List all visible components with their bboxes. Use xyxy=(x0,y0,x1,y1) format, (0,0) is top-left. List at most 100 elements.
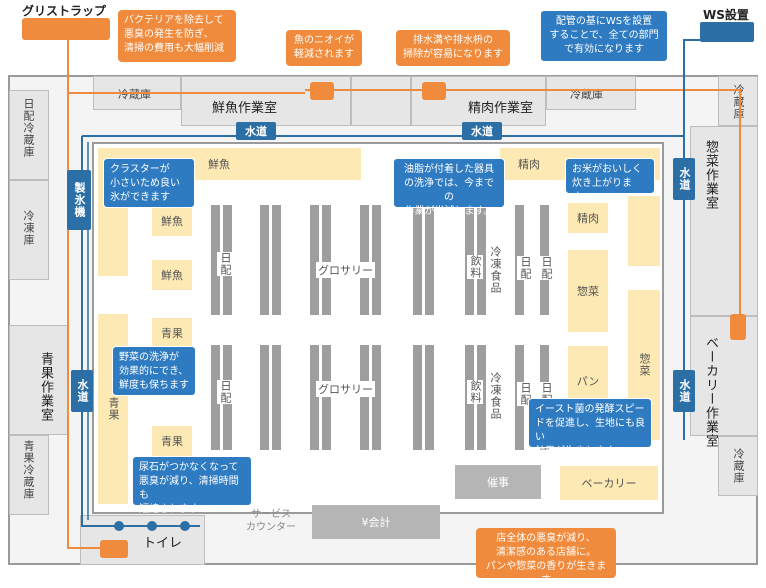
toilet-drain-device xyxy=(100,540,128,558)
shelf xyxy=(425,345,434,450)
meat-side-zone: 精肉 xyxy=(568,203,608,233)
produce-b-zone: 青果 xyxy=(152,426,192,456)
shelf xyxy=(413,205,422,315)
ice-machine-box: 製氷機 xyxy=(67,170,91,230)
drinks-b-label: 飲料 xyxy=(467,380,483,404)
ice-callout: クラスターが 小さいため良い 氷ができます xyxy=(103,158,195,208)
water-label-right-bottom: 水道 xyxy=(673,370,695,412)
bread-label: パン xyxy=(576,375,600,388)
toilet-callout: 尿石がつかなくなって 悪臭が減り、清掃時間も 短縮されます xyxy=(132,456,252,515)
ws-callout: 配管の基にWSを設置 することで、全ての部門 で有効になります xyxy=(540,10,668,62)
service-counter: サービス カウンター xyxy=(246,509,296,533)
daily-d-label: 日配 xyxy=(217,380,233,404)
grease-trap-device xyxy=(22,18,110,40)
shelf xyxy=(272,345,281,450)
produce-room-label: 青果作業室 xyxy=(38,352,53,422)
freezer-label: 冷凍庫 xyxy=(22,210,35,246)
fridge-right-bottom-room xyxy=(718,436,758,496)
water-pipe-outer xyxy=(81,136,200,527)
produce-room xyxy=(9,325,69,435)
ws-device xyxy=(700,22,754,42)
shelf xyxy=(310,205,319,315)
grease-trap-title: グリストラップ xyxy=(22,4,107,18)
bakery-room-label: ベーカリー作業室 xyxy=(703,336,718,448)
produce-side-label: 青果 xyxy=(107,397,120,421)
left-strip-zone-produce: 青果 xyxy=(98,314,128,504)
center-room xyxy=(351,76,411,126)
deli-a-zone: 惣菜 xyxy=(568,250,608,332)
fridge-right-top-label: 冷蔵庫 xyxy=(732,84,745,120)
drain-callout: 排水溝や排水枡の 掃除が容易になります xyxy=(396,30,510,66)
ice-machine-label: 製氷機 xyxy=(73,182,86,218)
event-label: 催事 xyxy=(487,476,509,489)
water-label-meat: 水道 xyxy=(462,122,502,140)
shelf xyxy=(260,345,269,450)
frozen-b-label: 冷凍食品 xyxy=(487,372,503,420)
fish-drain-device xyxy=(310,82,334,100)
daily-fridge-room xyxy=(9,90,49,180)
water-label-fish: 水道 xyxy=(236,122,276,140)
shelf xyxy=(260,205,269,315)
fish-b-label: 鮮魚 xyxy=(161,269,183,282)
register-label: ¥会計 xyxy=(361,516,391,529)
shelf xyxy=(360,345,369,450)
meat-drain-device xyxy=(422,82,446,100)
drinks-a-label: 飲料 xyxy=(467,255,483,279)
yeast-callout: イースト菌の発酵スピー ドを促進し、生地にも良い 効果が生まれます。 xyxy=(528,398,652,457)
grocery-b-label: グロサリー xyxy=(316,381,375,397)
meat-side-label: 精肉 xyxy=(577,212,599,225)
produce-fridge-room xyxy=(9,435,49,515)
shelf xyxy=(360,205,369,315)
daily-c-label: 日配 xyxy=(538,256,554,280)
meat-room-label: 精肉作業室 xyxy=(468,101,534,116)
toilet-label: トイレ xyxy=(143,536,183,551)
water-pipe-top xyxy=(82,39,700,137)
toilet-fixture-dot xyxy=(147,521,157,531)
produce-b-label: 青果 xyxy=(161,435,183,448)
store-callout: 店全体の悪臭が減り、 清潔感のある店舗に。 パンや惣菜の香りが生きます xyxy=(476,528,616,586)
deli-room-label: 惣菜作業室 xyxy=(703,140,718,210)
water-label-right-top: 水道 xyxy=(673,158,695,200)
fish-top-label: 鮮魚 xyxy=(208,158,230,171)
veg-callout: 野菜の洗浄が 効果的にでき、 鮮度も保ちます xyxy=(112,346,196,396)
event-area: 催事 xyxy=(455,465,541,499)
deli-right-label: 惣菜 xyxy=(638,353,651,377)
frozen-a-label: 冷凍食品 xyxy=(487,246,503,294)
shelf xyxy=(211,345,220,450)
deli-room xyxy=(690,126,758,316)
fish-smell-callout: 魚のニオイが 軽減されます xyxy=(286,30,362,66)
shelf xyxy=(372,345,381,450)
bakery-drain-device xyxy=(730,314,746,340)
shelf xyxy=(272,205,281,315)
bakery-label: ベーカリー xyxy=(581,477,637,490)
shelf xyxy=(211,205,220,315)
bakery-room xyxy=(690,316,758,436)
meat-top-label: 精肉 xyxy=(518,158,540,171)
fish-room-label: 鮮魚作業室 xyxy=(212,101,278,116)
daily-b-label: 日配 xyxy=(517,256,533,280)
ws-title: WS設置 xyxy=(703,8,749,22)
fish-a-zone: 鮮魚 xyxy=(152,206,192,236)
shelf xyxy=(310,345,319,450)
freezer-room xyxy=(9,180,49,280)
shelf xyxy=(322,205,331,315)
shelf xyxy=(425,205,434,315)
daily-fridge-label: 日配冷蔵庫 xyxy=(22,98,35,158)
grocery-a-label: グロサリー xyxy=(316,262,375,278)
fridge-right-top-room xyxy=(718,76,758,126)
bakery-zone: ベーカリー xyxy=(560,466,658,500)
shelf xyxy=(413,345,422,450)
water-label-left-text: 水道 xyxy=(76,379,89,403)
grease-trap-callout: バクテリアを除去して 悪臭の発生を防ぎ、 清掃の費用も大幅削減 xyxy=(118,10,236,62)
produce-a-zone: 青果 xyxy=(152,318,192,348)
fridge-top-left-label: 冷蔵庫 xyxy=(118,88,151,101)
fish-a-label: 鮮魚 xyxy=(161,215,183,228)
toilet-fixture-dot xyxy=(180,521,190,531)
fridge-right-bottom-label: 冷蔵庫 xyxy=(732,448,745,484)
deli-a-label: 惣菜 xyxy=(577,285,599,298)
fridge-top-right-room xyxy=(546,76,636,110)
register-area: ¥会計 xyxy=(312,505,440,539)
water-label-left: 水道 xyxy=(71,370,93,412)
water-label-right-top-text: 水道 xyxy=(678,167,691,191)
